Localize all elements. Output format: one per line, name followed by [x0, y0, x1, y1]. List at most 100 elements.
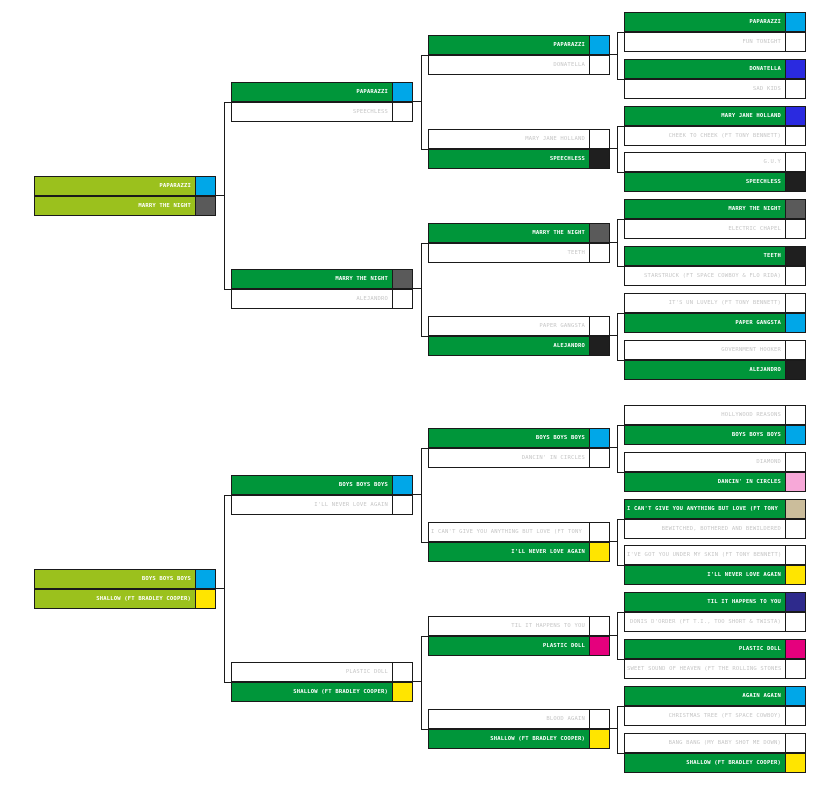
bracket-slot: I'LL NEVER LOVE AGAIN	[231, 495, 413, 515]
seed-color-swatch	[589, 150, 609, 168]
bracket-slot: DONIS D'ORDER (FT T.I., TOO SHORT & TWIS…	[624, 612, 806, 632]
song-title: DIAMOND	[756, 459, 781, 465]
bracket-slot: DONATELLA	[624, 59, 806, 79]
seed-color-swatch	[392, 290, 412, 308]
bracket-connector	[421, 149, 428, 150]
song-title: PLASTIC DOLL	[542, 643, 585, 649]
bracket-connector	[413, 101, 422, 102]
song-title: HOLLYWOOD REASONS	[721, 412, 781, 418]
seed-color-swatch	[195, 590, 215, 608]
bracket-slot: BANG BANG (MY BABY SHOT ME DOWN)	[624, 733, 806, 753]
song-title: I'VE GOT YOU UNDER MY SKIN (FT TONY BENN…	[627, 552, 781, 558]
song-title: MARRY THE NIGHT	[728, 206, 781, 212]
bracket-slot: MARRY THE NIGHT	[624, 199, 806, 219]
seed-color-swatch	[785, 473, 805, 491]
bracket-slot: SAD KIDS	[624, 79, 806, 99]
bracket-connector	[421, 542, 428, 543]
bracket-connector	[421, 55, 428, 56]
bracket-slot: I'VE GOT YOU UNDER MY SKIN (FT TONY BENN…	[624, 545, 806, 565]
bracket-connector	[610, 148, 618, 149]
bracket-slot: PAPER GANGSTA	[624, 313, 806, 333]
seed-color-swatch	[195, 570, 215, 588]
bracket-slot: PLASTIC DOLL	[624, 639, 806, 659]
bracket-connector	[617, 519, 618, 566]
song-title: ALEJANDRO	[553, 343, 585, 349]
bracket-connector	[617, 360, 624, 361]
bracket-connector	[617, 32, 618, 79]
seed-color-swatch	[392, 103, 412, 121]
seed-color-swatch	[589, 317, 609, 335]
song-title: BOYS BOYS BOYS	[731, 432, 781, 438]
bracket-connector	[617, 706, 624, 707]
bracket-slot: I CAN'T GIVE YOU ANYTHING BUT LOVE (FT T…	[624, 499, 806, 519]
song-title: I CAN'T GIVE YOU ANYTHING BUT LOVE (FT T…	[431, 529, 585, 535]
bracket-connector	[224, 102, 231, 103]
bracket-connector	[421, 636, 422, 730]
bracket-connector	[617, 32, 624, 33]
song-title: I'LL NEVER LOVE AGAIN	[511, 549, 585, 555]
bracket-connector	[610, 335, 618, 336]
bracket-connector	[617, 219, 618, 266]
bracket-slot: DIAMOND	[624, 452, 806, 472]
song-title: DONATELLA	[749, 66, 781, 72]
bracket-slot: SHALLOW (FT BRADLEY COOPER)	[231, 682, 413, 702]
song-title: SHALLOW (FT BRADLEY COOPER)	[96, 596, 191, 602]
bracket-connector	[413, 681, 422, 682]
bracket-slot: BLOOD AGAIN	[428, 709, 610, 729]
song-title: DANCIN' IN CIRCLES	[521, 455, 585, 461]
bracket-connector	[610, 728, 618, 729]
bracket-connector	[617, 472, 624, 473]
seed-color-swatch	[589, 637, 609, 655]
bracket-connector	[224, 495, 231, 496]
song-title: STARSTRUCK (FT SPACE COWBOY & FLO RIDA)	[644, 273, 781, 279]
seed-color-swatch	[785, 200, 805, 218]
song-title: PLASTIC DOLL	[345, 669, 388, 675]
song-title: PAPER GANGSTA	[539, 323, 585, 329]
bracket-connector	[617, 519, 624, 520]
bracket-slot: PLASTIC DOLL	[428, 636, 610, 656]
song-title: SHALLOW (FT BRADLEY COOPER)	[490, 736, 585, 742]
song-title: I CAN'T GIVE YOU ANYTHING BUT LOVE (FT T…	[627, 506, 781, 512]
seed-color-swatch	[785, 267, 805, 285]
song-title: TEETH	[763, 253, 781, 259]
bracket-slot: SPEECHLESS	[231, 102, 413, 122]
bracket-connector	[216, 588, 225, 589]
seed-color-swatch	[392, 683, 412, 701]
bracket-slot: TIL IT HAPPENS TO YOU	[428, 616, 610, 636]
seed-color-swatch	[392, 270, 412, 288]
bracket-connector	[421, 729, 428, 730]
bracket-slot: BOYS BOYS BOYS	[34, 569, 216, 589]
bracket-slot: I'LL NEVER LOVE AGAIN	[428, 542, 610, 562]
seed-color-swatch	[785, 426, 805, 444]
seed-color-swatch	[785, 640, 805, 658]
seed-color-swatch	[785, 613, 805, 631]
seed-color-swatch	[785, 593, 805, 611]
seed-color-swatch	[785, 153, 805, 171]
song-title: SHALLOW (FT BRADLEY COOPER)	[686, 760, 781, 766]
seed-color-swatch	[589, 244, 609, 262]
song-title: DONATELLA	[553, 62, 585, 68]
bracket-connector	[617, 425, 624, 426]
bracket-slot: I CAN'T GIVE YOU ANYTHING BUT LOVE (FT T…	[428, 522, 610, 542]
seed-color-swatch	[589, 224, 609, 242]
bracket-connector	[224, 495, 225, 682]
bracket-connector	[413, 288, 422, 289]
bracket-connector	[610, 635, 618, 636]
bracket-slot: BOYS BOYS BOYS	[428, 428, 610, 448]
bracket-connector	[421, 243, 422, 337]
song-title: CHRISTMAS TREE (FT SPACE COWBOY)	[668, 713, 781, 719]
bracket-connector	[421, 243, 428, 244]
bracket-slot: SWEET SOUND OF HEAVEN (FT THE ROLLING ST…	[624, 659, 806, 679]
song-title: TIL IT HAPPENS TO YOU	[707, 599, 781, 605]
seed-color-swatch	[589, 56, 609, 74]
song-title: MARRY THE NIGHT	[335, 276, 388, 282]
seed-color-swatch	[785, 60, 805, 78]
song-title: CHEEK TO CHEEK (FT TONY BENNETT)	[668, 133, 781, 139]
seed-color-swatch	[785, 546, 805, 564]
bracket-connector	[610, 242, 618, 243]
song-title: BANG BANG (MY BABY SHOT ME DOWN)	[668, 740, 781, 746]
bracket-connector	[421, 448, 422, 542]
seed-color-swatch	[589, 710, 609, 728]
seed-color-swatch	[589, 543, 609, 561]
